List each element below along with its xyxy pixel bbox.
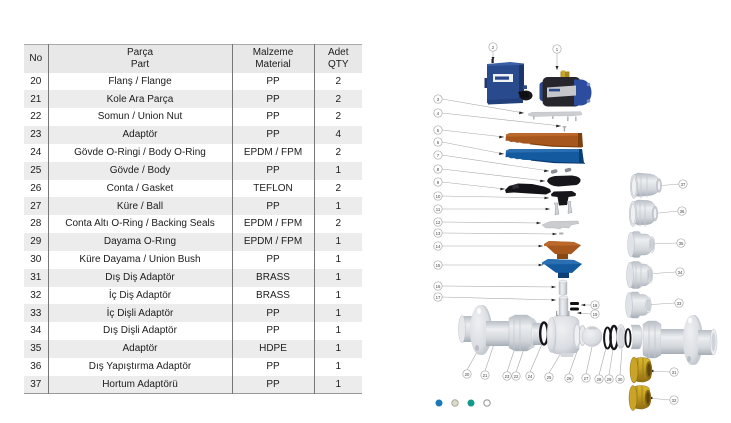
svg-text:34: 34 [678,270,683,275]
svg-text:14: 14 [436,244,441,249]
svg-text:16: 16 [436,284,441,289]
svg-text:32: 32 [672,398,677,403]
svg-text:1: 1 [556,47,559,52]
svg-text:7: 7 [437,153,440,158]
svg-text:35: 35 [679,241,684,246]
svg-text:33: 33 [677,301,682,306]
svg-text:19: 19 [593,312,598,317]
svg-text:18: 18 [593,303,598,308]
svg-text:36: 36 [680,209,685,214]
svg-text:17: 17 [436,295,441,300]
svg-text:5: 5 [437,128,440,133]
svg-text:10: 10 [436,194,441,199]
svg-text:8: 8 [437,167,440,172]
svg-text:20: 20 [465,372,470,377]
svg-text:37: 37 [681,182,686,187]
svg-text:27: 27 [584,376,589,381]
svg-text:29: 29 [607,377,612,382]
svg-text:23: 23 [505,374,510,379]
svg-text:30: 30 [618,377,623,382]
svg-text:9: 9 [437,180,440,185]
svg-text:3: 3 [437,97,440,102]
svg-text:6: 6 [437,140,440,145]
svg-text:21: 21 [483,373,488,378]
svg-text:13: 13 [436,231,441,236]
svg-text:31: 31 [672,370,677,375]
svg-text:2: 2 [492,45,495,50]
svg-text:22: 22 [514,374,519,379]
svg-text:15: 15 [436,263,441,268]
svg-text:26: 26 [567,376,572,381]
svg-text:25: 25 [547,375,552,380]
svg-text:24: 24 [528,374,533,379]
svg-text:11: 11 [436,207,441,212]
svg-text:4: 4 [437,111,440,116]
svg-text:12: 12 [436,220,441,225]
svg-text:28: 28 [597,377,602,382]
